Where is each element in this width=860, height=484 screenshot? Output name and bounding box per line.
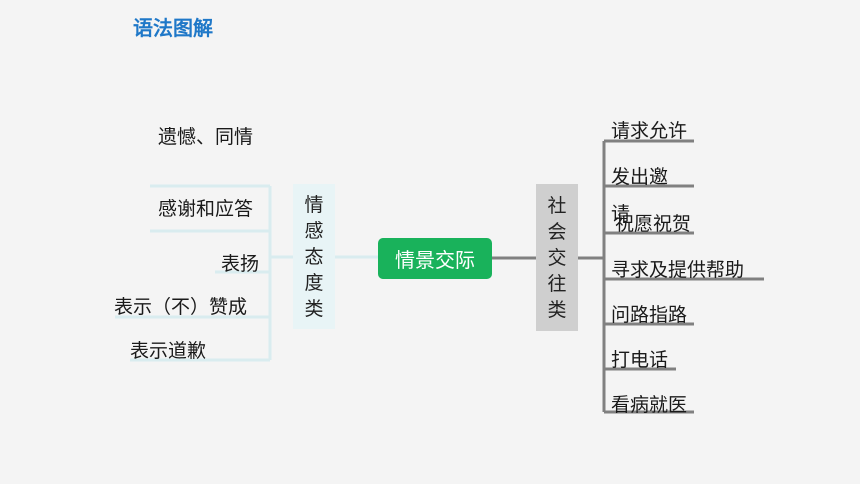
- category-char: 度: [304, 271, 324, 294]
- category-char: 态: [304, 245, 324, 268]
- right-item-invite-cont: 请: [611, 203, 631, 225]
- right-item-help: 寻求及提供帮助: [611, 259, 745, 281]
- left-item-approval: 表示（不）赞成: [114, 296, 248, 318]
- category-char: 类: [547, 298, 567, 321]
- category-char: 类: [304, 297, 324, 320]
- category-social: 社 会 交 往 类: [536, 184, 578, 331]
- category-char: 情: [304, 193, 324, 216]
- right-item-invite: 发出邀: [611, 166, 669, 188]
- right-item-wishes: 祝愿祝贺: [615, 213, 692, 235]
- page-title: 语法图解: [133, 16, 213, 40]
- category-char: 会: [547, 220, 567, 243]
- right-item-doctor: 看病就医: [611, 394, 688, 416]
- right-item-directions: 问路指路: [611, 304, 688, 326]
- left-item-regret: 遗憾、同情: [158, 126, 254, 148]
- right-item-permission: 请求允许: [611, 120, 688, 142]
- category-char: 感: [304, 219, 324, 242]
- center-node: 情景交际: [378, 238, 492, 279]
- category-char: 往: [547, 272, 567, 295]
- right-item-phone: 打电话: [611, 349, 669, 371]
- category-char: 社: [547, 194, 567, 217]
- left-item-praise: 表扬: [221, 253, 260, 275]
- category-char: 交: [547, 246, 567, 269]
- left-item-apology: 表示道歉: [130, 340, 207, 362]
- left-item-thanks: 感谢和应答: [158, 198, 254, 220]
- category-emotion-attitude: 情 感 态 度 类: [293, 184, 335, 329]
